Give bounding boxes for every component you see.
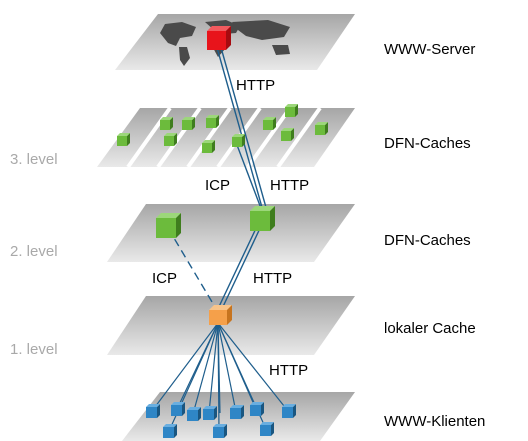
cache-cube xyxy=(281,128,294,141)
mid-http-link-a xyxy=(215,221,260,314)
client-cube xyxy=(230,405,244,419)
cache-cube xyxy=(117,133,130,146)
cache-cube xyxy=(164,133,177,146)
http-clients-label: HTTP xyxy=(269,362,308,379)
client-cube xyxy=(187,407,201,421)
clients-tier-label: WWW-Klienten xyxy=(384,413,485,430)
cache-cube xyxy=(160,117,173,130)
middle-caches-plane xyxy=(107,204,355,262)
cache-cube xyxy=(285,104,298,117)
cache-cube xyxy=(232,134,245,147)
server-plane xyxy=(115,14,355,70)
world-map xyxy=(160,20,290,66)
client-cube xyxy=(146,404,160,418)
mid-http-link-b xyxy=(219,221,264,314)
top-cache-cubes xyxy=(117,104,328,153)
mid-icp-link xyxy=(167,227,219,313)
cache-cube xyxy=(202,140,215,153)
client-cube xyxy=(260,422,274,436)
links xyxy=(167,43,268,314)
http-top-label: HTTP xyxy=(270,177,309,194)
middle-caches-tier-label: DFN-Caches xyxy=(384,232,471,249)
server-http-link-b xyxy=(219,43,268,212)
top-caches-tier-label: DFN-Caches xyxy=(384,135,471,152)
icp-top-label: ICP xyxy=(205,177,230,194)
client-cube xyxy=(203,406,217,420)
level-1-label: 1. level xyxy=(10,341,58,358)
client-cube xyxy=(171,402,185,416)
middle-cache-left xyxy=(156,213,181,238)
local-cache-plane xyxy=(107,296,355,355)
server-tier-label: WWW-Server xyxy=(384,41,475,58)
top-cache-icp-link xyxy=(236,144,263,212)
local-cache-cube xyxy=(209,305,232,325)
server-http-link-a xyxy=(215,43,264,212)
cache-cube xyxy=(315,122,328,135)
level-2-label: 2. level xyxy=(10,243,58,260)
top-caches-plane xyxy=(97,106,355,169)
client-cube xyxy=(163,424,177,438)
icp-mid-label: ICP xyxy=(152,270,177,287)
local-cache-tier-label: lokaler Cache xyxy=(384,320,476,337)
client-cubes xyxy=(146,402,296,438)
middle-cache-right xyxy=(250,206,275,231)
http-mid-label: HTTP xyxy=(253,270,292,287)
client-cube xyxy=(213,424,227,438)
http-server-label: HTTP xyxy=(236,77,275,94)
client-cube xyxy=(282,404,296,418)
server-cube xyxy=(207,26,231,50)
level-3-label: 3. level xyxy=(10,151,58,168)
client-cube xyxy=(250,402,264,416)
cache-cube xyxy=(206,115,219,128)
cache-cube xyxy=(263,117,276,130)
cache-cube xyxy=(182,117,195,130)
